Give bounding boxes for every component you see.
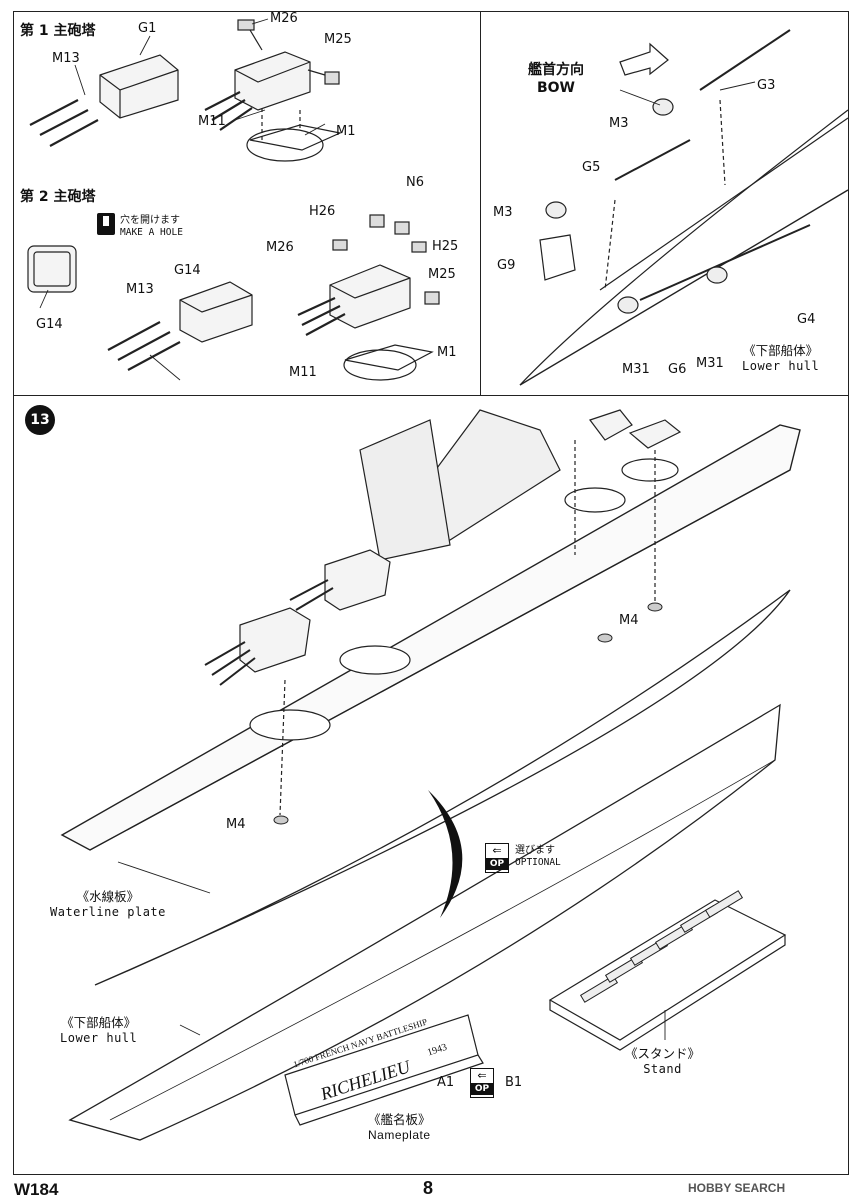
hole-icon <box>97 213 115 235</box>
nameplate-drawing <box>284 1014 484 1126</box>
part-label: H26 <box>309 204 336 219</box>
optional-arc-drawing <box>428 790 463 918</box>
part-label: G1 <box>138 21 157 36</box>
part-label: G5 <box>582 160 601 175</box>
nameplate-label: 《艦名板》 Nameplate <box>368 1112 431 1142</box>
bow-direction: 艦首方向 BOW <box>528 62 584 96</box>
turret1-gunhouse-drawing <box>99 54 179 119</box>
part-label: G4 <box>797 312 816 327</box>
step-badge-icon: 13 <box>25 405 55 435</box>
part-label: M3 <box>493 205 513 220</box>
m4-marker-a <box>273 815 289 825</box>
part-label: B1 <box>505 1075 523 1090</box>
turret2-gunhouse-drawing <box>27 245 253 371</box>
part-label: M31 <box>696 356 724 371</box>
m4-marker-c <box>647 602 663 612</box>
part-label: G14 <box>174 263 201 278</box>
part-label: M26 <box>266 240 294 255</box>
stand-drawing <box>548 890 787 1051</box>
op-arrow-icon: ⇐ OP <box>485 843 509 873</box>
optional-note: 選びます OPTIONAL <box>515 845 561 868</box>
footer-brand: HOBBY SEARCH <box>688 1181 786 1195</box>
part-label: M4 <box>619 613 639 628</box>
turret1-barrels-drawing <box>29 99 99 147</box>
part-label: G14 <box>36 317 63 332</box>
part-label: M25 <box>428 267 456 282</box>
part-label: M25 <box>324 32 352 47</box>
part-label: A1 <box>437 1075 455 1090</box>
part-label: M1 <box>437 345 457 360</box>
turret2-title: 第 2 主砲塔 <box>20 189 96 205</box>
part-label: M26 <box>270 11 298 26</box>
stand-label: 《スタンド》 Stand <box>625 1046 701 1076</box>
main-panel <box>13 395 849 1175</box>
part-label: M11 <box>198 114 226 129</box>
part-label: G9 <box>497 258 516 273</box>
part-label: M31 <box>622 362 650 377</box>
bow-lower-hull-label: 《下部船体》 Lower hull <box>742 343 820 373</box>
footer-code: W184 <box>14 1180 59 1199</box>
part-label: M3 <box>609 116 629 131</box>
part-label: G6 <box>668 362 687 377</box>
turret2-assembled-drawing <box>297 214 440 381</box>
m4-marker-b <box>597 633 613 643</box>
part-label: M13 <box>52 51 80 66</box>
bow-hull-drawing <box>519 29 849 386</box>
part-label: G3 <box>757 78 776 93</box>
waterline-plate-drawing <box>94 589 791 986</box>
part-label: M1 <box>336 124 356 139</box>
turret1-title: 第 1 主砲塔 <box>20 23 96 39</box>
lower-hull-drawing <box>68 703 781 1141</box>
ship-deck-drawing <box>60 409 801 851</box>
lower-hull-label: 《下部船体》 Lower hull <box>60 1015 138 1045</box>
op-arrow-icon: ⇐ OP <box>470 1068 494 1098</box>
waterline-label: 《水線板》 Waterline plate <box>50 889 166 919</box>
part-label: M13 <box>126 282 154 297</box>
page-number: 8 <box>423 1178 434 1198</box>
part-label: N6 <box>406 175 424 190</box>
part-label: M4 <box>226 817 246 832</box>
part-label: H25 <box>432 239 459 254</box>
part-label: M11 <box>289 365 317 380</box>
turret1-assembled-drawing <box>204 19 342 162</box>
hole-note: 穴を開けます MAKE A HOLE <box>120 215 183 238</box>
